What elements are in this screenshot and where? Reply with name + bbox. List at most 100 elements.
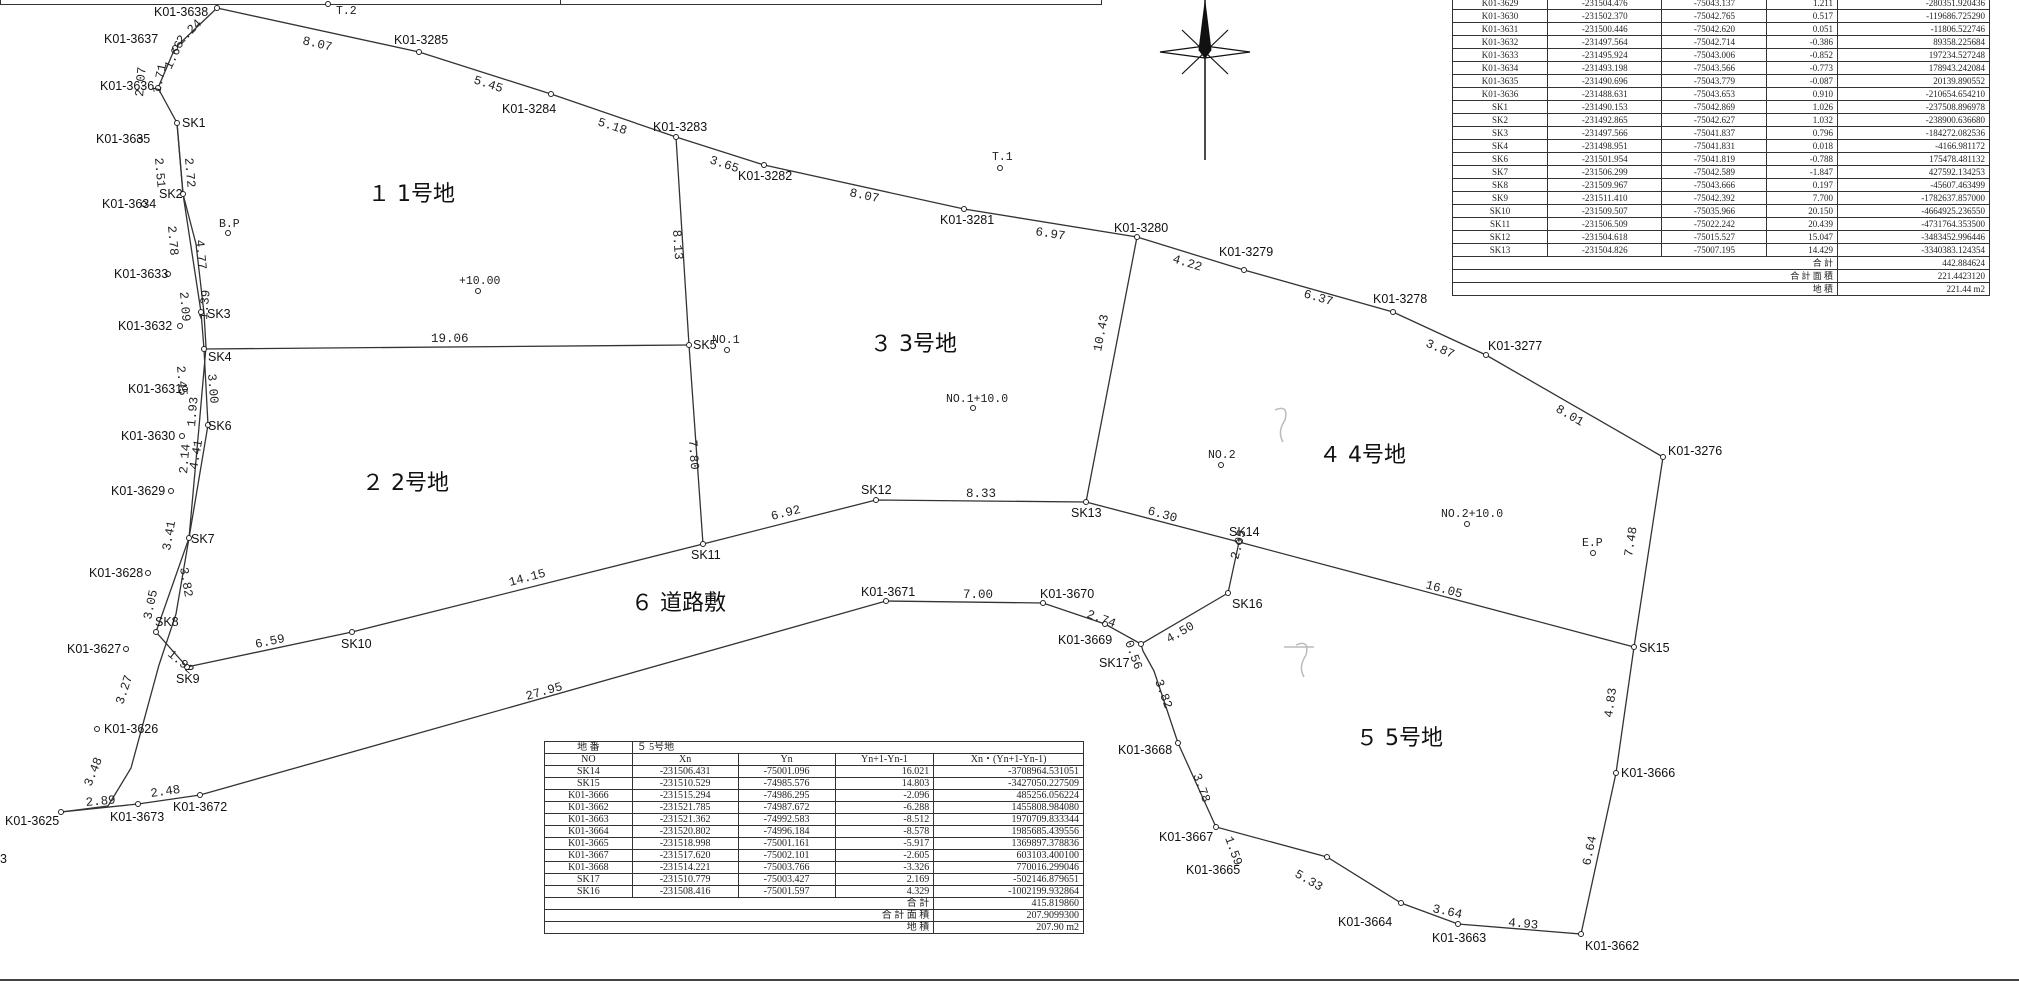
point-label: K01-3637 xyxy=(104,32,158,46)
table-cell: -502146.879651 xyxy=(933,873,1084,886)
table-cell: K01-3629 xyxy=(1451,0,1549,10)
table-cell: -231497.564 xyxy=(1547,35,1663,49)
table-cell: 770016.299046 xyxy=(933,861,1084,874)
point-marker xyxy=(135,801,141,807)
length-label: 3.82 xyxy=(176,566,195,598)
table-cell: Yn xyxy=(737,753,836,766)
ref-marker xyxy=(325,1,331,7)
point-marker xyxy=(761,162,767,168)
marker-label: NO.2 xyxy=(1208,449,1236,462)
point-marker xyxy=(168,488,174,494)
point-label: SK1 xyxy=(182,116,206,130)
point-label: SK17 xyxy=(1099,656,1130,670)
table-cell: K01-3668 xyxy=(544,861,633,874)
table-cell: K01-3630 xyxy=(1451,9,1549,23)
table-cell: SK11 xyxy=(1451,217,1549,231)
ref-marker xyxy=(475,288,481,294)
length-label: 2.07 xyxy=(133,66,150,97)
table-cell: -231510.779 xyxy=(631,873,739,886)
ref-marker xyxy=(225,230,231,236)
point-marker xyxy=(1138,641,1144,647)
table-cell: SK4 xyxy=(1451,139,1549,153)
table-cell: -75043.666 xyxy=(1661,178,1768,192)
table-cell: -231490.696 xyxy=(1547,74,1663,88)
point-label: K01-3633 xyxy=(114,267,168,281)
length-label: 7.00 xyxy=(963,588,993,602)
point-label: K01-3662 xyxy=(1585,939,1639,953)
table-cell: K01-3664 xyxy=(544,825,633,838)
table-cell: 1985685.439556 xyxy=(933,825,1084,838)
ref-marker xyxy=(970,405,976,411)
length-label: 2.51 xyxy=(151,157,168,188)
table-cell: -231495.924 xyxy=(1547,48,1663,62)
point-marker xyxy=(1398,900,1404,906)
table-cell: K01-3666 xyxy=(544,789,633,802)
ref-marker xyxy=(1590,550,1596,556)
table-cell: -75022.242 xyxy=(1661,217,1768,231)
table-cell: 20139.890552 xyxy=(1836,74,1991,88)
table-cell: -75042.869 xyxy=(1661,100,1768,114)
length-label: 2.09 xyxy=(176,291,193,322)
length-label: 19.06 xyxy=(431,332,469,346)
point-label: K01-3626 xyxy=(104,722,158,736)
parcel-label-2: ２ 2号地 xyxy=(362,471,449,496)
table-cell: 2.169 xyxy=(834,873,935,886)
table-cell: -5.917 xyxy=(834,837,935,850)
table-cell: -75042.589 xyxy=(1661,165,1768,179)
table-cell: Xn xyxy=(631,753,739,766)
table-cell: -74992.583 xyxy=(737,813,836,826)
parcel-label-3: ３ 3号地 xyxy=(870,332,957,357)
length-label: 3.27 xyxy=(113,673,136,706)
table-cell: -3.326 xyxy=(834,861,935,874)
point-marker xyxy=(1225,590,1231,596)
table-cell: 合 計 xyxy=(1452,256,1838,270)
table-cell: SK9 xyxy=(1451,191,1549,205)
table-cell: Yn+1-Yn-1 xyxy=(834,753,935,766)
table-cell: SK15 xyxy=(544,777,633,790)
point-label: SK7 xyxy=(191,532,215,546)
table-cell: 0.051 xyxy=(1766,22,1838,36)
point-marker xyxy=(1083,499,1089,505)
point-label: SK11 xyxy=(691,548,721,562)
point-marker xyxy=(58,809,64,815)
table-cell: -75015.527 xyxy=(1661,230,1768,244)
table-cell: 89358.225684 xyxy=(1836,35,1991,49)
point-marker xyxy=(548,91,554,97)
table-cell: -45607.463499 xyxy=(1836,178,1991,192)
table-cell: -280351.920436 xyxy=(1836,0,1991,10)
table-cell: 14.429 xyxy=(1766,243,1838,257)
point-marker xyxy=(180,191,186,197)
length-label: 8.07 xyxy=(301,34,333,54)
point-label: K01-3278 xyxy=(1373,292,1427,306)
table-cell: SK7 xyxy=(1451,165,1549,179)
point-label: K01-3671 xyxy=(861,585,915,599)
table-cell: 地 積 xyxy=(543,921,935,934)
length-label: 4.83 xyxy=(1602,687,1620,719)
length-label: 6.97 xyxy=(1034,225,1066,244)
table-cell: -231517.620 xyxy=(631,849,739,862)
length-label: 5.45 xyxy=(472,73,505,96)
point-marker xyxy=(145,570,151,576)
point-label: SK6 xyxy=(208,419,232,433)
point-label: SK13 xyxy=(1071,506,1102,520)
point-marker xyxy=(1390,309,1396,315)
length-label: 2.24 xyxy=(174,17,205,48)
point-label: K01-3629 xyxy=(111,484,165,498)
marker-label: NO.1+10.0 xyxy=(946,393,1008,406)
length-label: 1.71 xyxy=(150,63,170,95)
table-cell: -0.386 xyxy=(1766,35,1838,49)
point-marker xyxy=(1134,234,1140,240)
table-cell: 地 積 xyxy=(1452,282,1838,296)
